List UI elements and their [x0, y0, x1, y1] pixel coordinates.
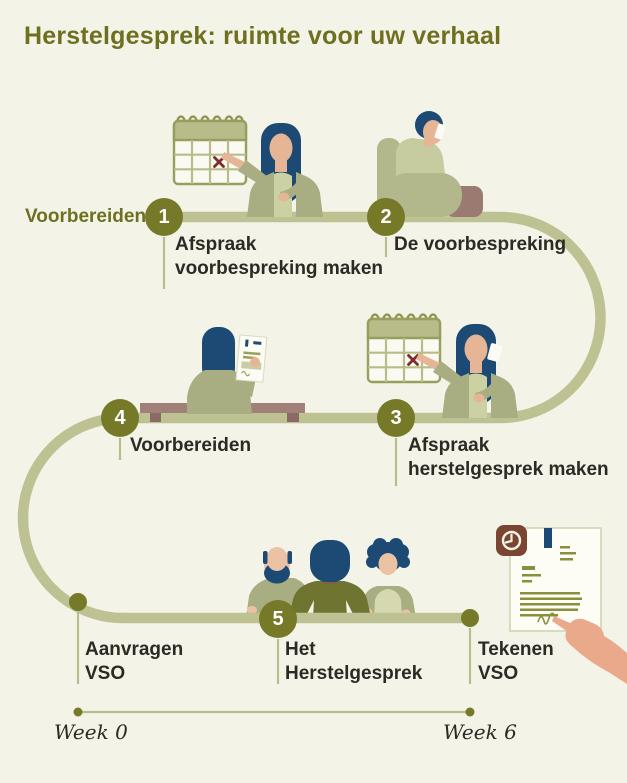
- milestone-dot-tekenen-vso: [461, 609, 479, 627]
- man-in-armchair-illustration: [377, 111, 483, 217]
- step-marker-5: 5: [259, 600, 297, 638]
- week-timeline-axis: [73, 707, 475, 717]
- step-marker-2: 2: [367, 198, 405, 236]
- step-label-3: Afspraak herstelgesprek maken: [408, 434, 609, 482]
- milestone-aanvragen-line2: VSO: [85, 663, 126, 684]
- tick-connectors: [76, 237, 472, 684]
- week-start-label: Week 0: [54, 720, 128, 744]
- step-marker-1: 1: [145, 198, 183, 236]
- step-marker-4: 4: [101, 399, 139, 437]
- milestone-label-aanvragen-vso: Aanvragen VSO: [85, 638, 183, 686]
- process-path-line: [17, 211, 606, 624]
- step-label-2: De voorbespreking: [394, 233, 566, 257]
- phone-icon: [487, 343, 503, 362]
- step-marker-3: 3: [377, 399, 415, 437]
- week-end-label: Week 6: [443, 720, 517, 744]
- step-label-5: Het Herstelgesprek: [285, 638, 422, 686]
- step-label-3-line1: Afspraak: [408, 435, 490, 456]
- step-label-5-line2: Herstelgesprek: [285, 663, 423, 684]
- milestone-aanvragen-line1: Aanvragen: [85, 639, 184, 660]
- step-label-1: Afspraak voorbespreking maken: [175, 233, 383, 281]
- clock-icon: [496, 525, 527, 556]
- milestone-tekenen-line1: Tekenen: [478, 639, 554, 660]
- page-title: Herstelgesprek: ruimte voor uw verhaal: [24, 22, 502, 50]
- person-reading-at-bench-illustration: [140, 327, 305, 422]
- step-label-1-line1: Afspraak: [175, 234, 257, 255]
- phase-label-voorbereiden: Voorbereiden: [25, 206, 147, 227]
- calendar-icon-step1: [172, 115, 248, 186]
- three-people-at-table-illustration: [246, 538, 416, 618]
- step-label-3-line2: herstelgesprek maken: [408, 459, 609, 480]
- calendar-icon-step3: [366, 313, 442, 384]
- milestone-label-tekenen-vso: Tekenen VSO: [478, 638, 554, 686]
- step-label-5-line1: Het: [285, 639, 316, 660]
- signing-hand-icon: [552, 616, 627, 684]
- step-label-4: Voorbereiden: [130, 434, 251, 458]
- milestone-dot-aanvragen-vso: [69, 593, 87, 611]
- step-label-1-line2: voorbespreking maken: [175, 258, 384, 279]
- signing-document-illustration: [496, 525, 627, 684]
- step-label-4-line1: Voorbereiden: [130, 435, 252, 456]
- step-label-2-line1: De voorbespreking: [394, 234, 567, 255]
- milestone-tekenen-line2: VSO: [478, 663, 519, 684]
